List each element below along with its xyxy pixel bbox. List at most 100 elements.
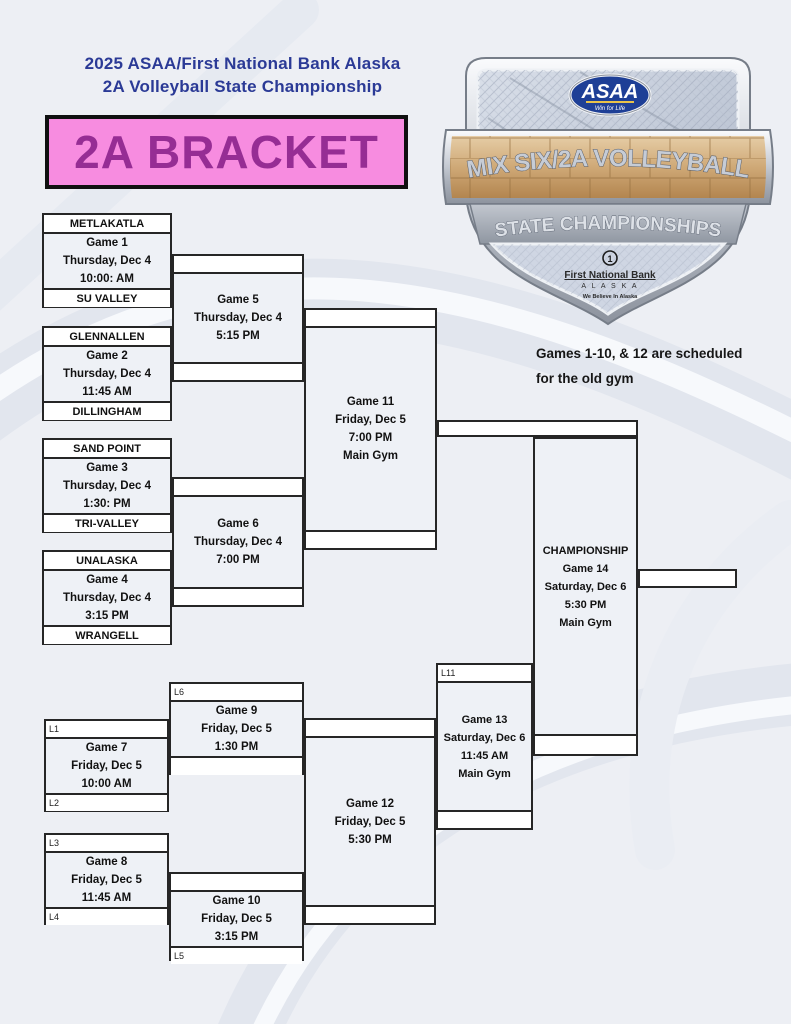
volleyball-banner: MIX SIX/2A VOLLEYBALL bbox=[442, 129, 774, 205]
winner-slot-game-6 bbox=[306, 530, 435, 548]
sponsor-region: A L A S K A bbox=[581, 283, 638, 290]
game-label: Game 8 bbox=[85, 856, 128, 868]
team-name: SAND POINT bbox=[73, 442, 141, 455]
game-time: 7:00 PM bbox=[216, 554, 260, 566]
team-name: TRI-VALLEY bbox=[75, 517, 139, 530]
loser-label: L1 bbox=[49, 724, 60, 734]
match-game-9: L6 Game 9 Friday, Dec 5 1:30 PM bbox=[169, 682, 304, 775]
game-date: Thursday, Dec 4 bbox=[63, 368, 151, 380]
gym-note: Games 1-10, & 12 are scheduled for the o… bbox=[536, 341, 776, 391]
page-title: 2025 ASAA/First National Bank Alaska 2A … bbox=[40, 52, 445, 98]
game-date: Friday, Dec 5 bbox=[201, 913, 272, 925]
loser-slot-l6: L6 bbox=[171, 684, 302, 702]
game-date: Saturday, Dec 6 bbox=[544, 580, 627, 593]
game-13-info: Game 13 Saturday, Dec 6 11:45 AM Main Gy… bbox=[438, 683, 531, 810]
team-name: WRANGELL bbox=[75, 629, 139, 642]
match-game-3: SAND POINT Game 3 Thursday, Dec 4 1:30: … bbox=[42, 438, 172, 533]
game-date: Friday, Dec 5 bbox=[201, 723, 272, 735]
game-time: 11:45 AM bbox=[460, 749, 509, 762]
game-label: Game 2 bbox=[86, 350, 128, 362]
game-label: Game 6 bbox=[217, 518, 259, 530]
loser-label: L6 bbox=[174, 687, 185, 697]
game-date: Thursday, Dec 4 bbox=[194, 536, 282, 548]
winner-slot-game-13 bbox=[535, 734, 636, 754]
team-slot-dillingham: DILLINGHAM bbox=[44, 401, 170, 420]
game-1-info: Game 1 Thursday, Dec 4 10:00: AM bbox=[44, 234, 170, 288]
game-time: 3:15 PM bbox=[214, 931, 259, 943]
game-date: Friday, Dec 5 bbox=[71, 760, 142, 772]
game-time: 7:00 PM bbox=[348, 432, 393, 444]
game-3-info: Game 3 Thursday, Dec 4 1:30: PM bbox=[44, 459, 170, 513]
winner-slot-game-1 bbox=[174, 256, 302, 274]
game-10-info: Game 10 Friday, Dec 5 3:15 PM bbox=[171, 892, 302, 946]
game-4-info: Game 4 Thursday, Dec 4 3:15 PM bbox=[44, 571, 170, 625]
winner-slot-game-4 bbox=[174, 587, 302, 605]
game-venue: Main Gym bbox=[458, 767, 511, 780]
game-date: Saturday, Dec 6 bbox=[443, 731, 526, 744]
match-game-1: METLAKATLA Game 1 Thursday, Dec 4 10:00:… bbox=[42, 213, 172, 308]
game-5-info: Game 5 Thursday, Dec 4 5:15 PM bbox=[174, 274, 302, 362]
game-time: 10:00 AM bbox=[81, 778, 132, 790]
team-slot-unalaska: UNALASKA bbox=[44, 552, 170, 571]
loser-label: L11 bbox=[441, 668, 456, 678]
match-game-10: Game 10 Friday, Dec 5 3:15 PM L5 bbox=[169, 872, 304, 964]
winner-slot-game-12 bbox=[438, 810, 531, 828]
game-time: 5:30 PM bbox=[564, 598, 607, 611]
game-12-info: Game 12 Friday, Dec 5 5:30 PM bbox=[306, 738, 434, 905]
page-title-line-1: 2025 ASAA/First National Bank Alaska bbox=[84, 54, 401, 73]
match-game-12: Game 12 Friday, Dec 5 5:30 PM bbox=[304, 718, 436, 925]
game-label: Game 1 bbox=[86, 237, 128, 249]
match-game-11: Game 11 Friday, Dec 5 7:00 PM Main Gym bbox=[304, 308, 437, 550]
sponsor-tagline: We Believe In Alaska bbox=[583, 294, 638, 300]
game-label: Game 7 bbox=[85, 742, 128, 754]
winner-slot-game-9 bbox=[306, 720, 434, 738]
team-slot-glennallen: GLENNALLEN bbox=[44, 328, 170, 347]
match-game-6: Game 6 Thursday, Dec 4 7:00 PM bbox=[172, 477, 304, 607]
winner-slot-game-5 bbox=[306, 310, 435, 328]
game-8-info: Game 8 Friday, Dec 5 11:45 AM bbox=[46, 853, 167, 907]
game-date: Thursday, Dec 4 bbox=[63, 480, 151, 492]
team-name: GLENNALLEN bbox=[69, 330, 145, 343]
match-game-2: GLENNALLEN Game 2 Thursday, Dec 4 11:45 … bbox=[42, 326, 172, 421]
sponsor-logo: 1 First National Bank A L A S K A We Bel… bbox=[488, 242, 728, 316]
game-time: 3:15 PM bbox=[85, 610, 129, 622]
gym-note-line-1: Games 1-10, & 12 are scheduled bbox=[536, 346, 743, 361]
svg-text:STATE CHAMPIONSHIPS: STATE CHAMPIONSHIPS bbox=[494, 213, 723, 242]
team-slot-sand-point: SAND POINT bbox=[44, 440, 170, 459]
match-game-5: Game 5 Thursday, Dec 4 5:15 PM bbox=[172, 254, 304, 382]
game-6-info: Game 6 Thursday, Dec 4 7:00 PM bbox=[174, 497, 302, 587]
match-game-7: L1 Game 7 Friday, Dec 5 10:00 AM L2 bbox=[44, 719, 169, 812]
game-label: Game 3 bbox=[86, 462, 128, 474]
championship-title: CHAMPIONSHIP bbox=[542, 544, 629, 557]
asaa-text: ASAA bbox=[581, 81, 639, 103]
game-2-info: Game 2 Thursday, Dec 4 11:45 AM bbox=[44, 347, 170, 401]
loser-slot-l1: L1 bbox=[46, 721, 167, 739]
bracket-title-banner: 2A BRACKET bbox=[45, 115, 408, 189]
sponsor-mark: 1 bbox=[607, 254, 612, 264]
game-7-info: Game 7 Friday, Dec 5 10:00 AM bbox=[46, 739, 167, 793]
game-11-info: Game 11 Friday, Dec 5 7:00 PM Main Gym bbox=[306, 328, 435, 530]
game-label: Game 14 bbox=[562, 562, 609, 575]
game-9-info: Game 9 Friday, Dec 5 1:30 PM bbox=[171, 702, 302, 756]
game-date: Thursday, Dec 4 bbox=[194, 312, 282, 324]
game-time: 5:30 PM bbox=[348, 833, 392, 846]
game-time: 11:45 AM bbox=[81, 892, 132, 904]
background-swoosh bbox=[629, 500, 791, 870]
championship-logo: ASAA Win for Life MIX SIX/2A VOLLEYBALL … bbox=[442, 57, 774, 326]
game-time: 1:30: PM bbox=[83, 498, 131, 510]
asaa-badge: ASAA Win for Life bbox=[568, 73, 652, 117]
loser-slot-l5: L5 bbox=[171, 946, 302, 964]
bracket-title-text: 2A BRACKET bbox=[74, 126, 379, 178]
asaa-tagline: Win for Life bbox=[595, 106, 626, 112]
game-label: Game 4 bbox=[86, 574, 128, 586]
winner-slot-game-8 bbox=[171, 874, 302, 892]
sponsor-name: First National Bank bbox=[564, 270, 656, 281]
team-slot-wrangell: WRANGELL bbox=[44, 625, 170, 644]
match-game-8: L3 Game 8 Friday, Dec 5 11:45 AM L4 bbox=[44, 833, 169, 925]
loser-slot-l2: L2 bbox=[46, 793, 167, 811]
game-time: 5:15 PM bbox=[216, 330, 260, 342]
game-venue: Main Gym bbox=[343, 450, 398, 462]
game-date: Friday, Dec 5 bbox=[335, 414, 406, 426]
game-label: Game 10 bbox=[212, 895, 261, 907]
